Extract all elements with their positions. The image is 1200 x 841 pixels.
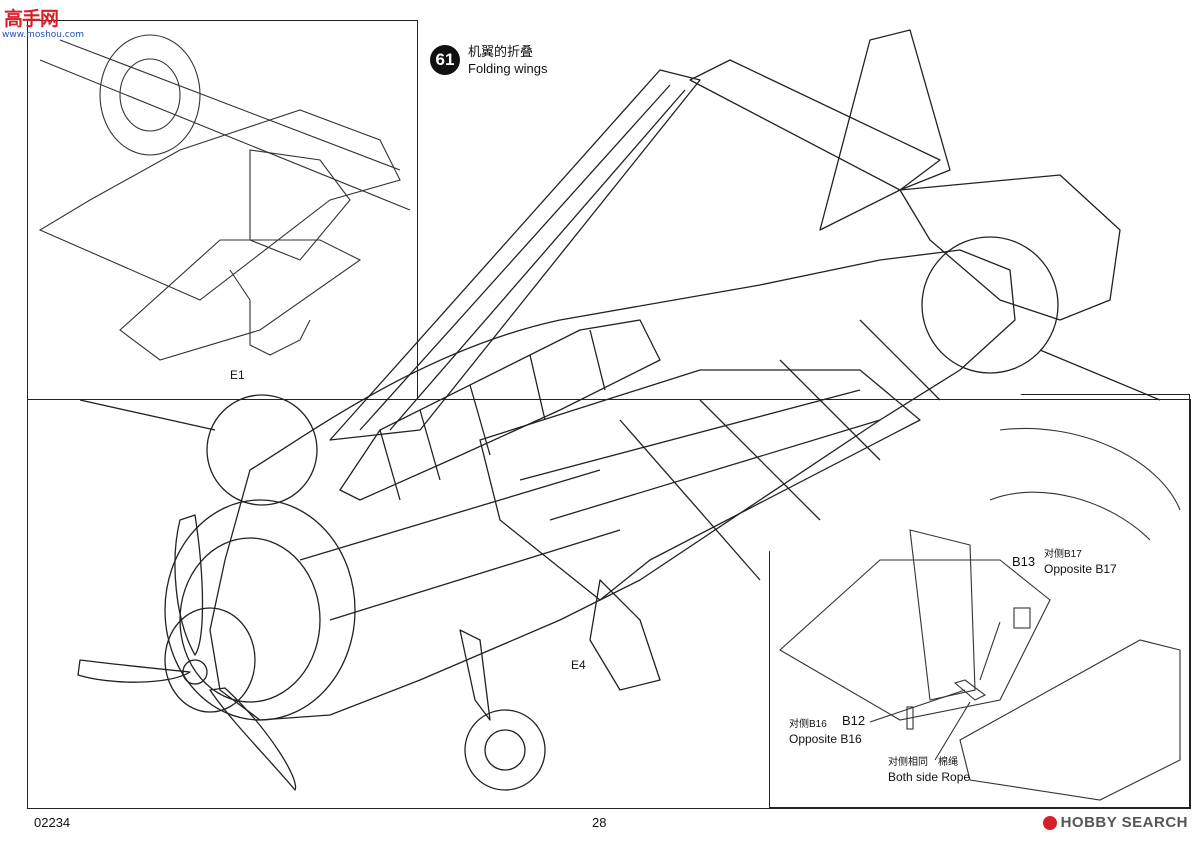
callout-rope-zh-left: 对侧相同 — [888, 757, 928, 768]
product-code: 02234 — [34, 815, 71, 830]
callout-e4: E4 — [571, 658, 586, 672]
watermark-url: www.moshou.com — [2, 30, 85, 40]
canopy — [339, 319, 661, 501]
step-title-en: Folding wings — [468, 61, 548, 76]
callout-rope-en: Both side Rope — [888, 770, 971, 784]
callout-e1: E1 — [230, 368, 245, 382]
lower-wing — [479, 369, 921, 601]
callout-b13-note-zh: 对侧B17 — [1044, 549, 1082, 560]
callout-b13-note-en: Opposite B17 — [1044, 562, 1117, 576]
zoom-circle-right — [921, 236, 1059, 374]
page-number: 28 — [592, 815, 607, 830]
main-panel — [27, 399, 1191, 809]
callout-b12: B12 — [842, 713, 866, 728]
hobby-search-badge-icon — [1042, 815, 1057, 830]
callout-b12-note-en: Opposite B16 — [789, 732, 862, 746]
vertical-tail — [819, 29, 951, 231]
callout-b13: B13 — [1012, 554, 1036, 569]
horizontal-tail — [899, 174, 1121, 321]
watermark-logo: 高手网 — [4, 8, 59, 30]
step-number-badge: 61 — [430, 45, 460, 75]
zoom-circle-left — [206, 394, 318, 506]
hobby-search-text: HOBBY SEARCH — [1060, 814, 1188, 831]
callout-rope-zh-right: 棉绳 — [938, 757, 958, 768]
callout-b12-note-zh: 对侧B16 — [789, 719, 827, 730]
engine-cowling — [164, 499, 356, 721]
inset-panel-top-left — [27, 20, 418, 400]
main-wheel — [464, 709, 546, 791]
folded-wing — [329, 69, 701, 441]
landing-gear — [459, 629, 491, 721]
propeller — [174, 514, 204, 656]
hobby-search-logo: HOBBY SEARCH — [1042, 814, 1188, 831]
step-title-zh: 机翼的折叠 — [468, 44, 534, 59]
